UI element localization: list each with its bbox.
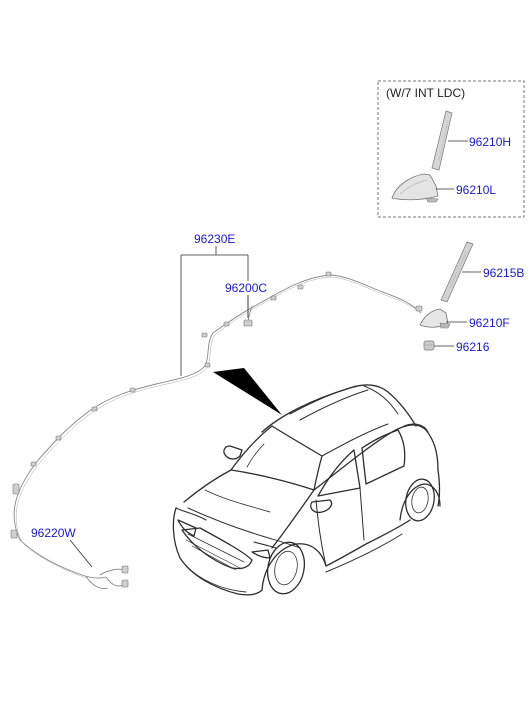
part-link-96210H[interactable]: 96210H — [469, 135, 512, 149]
antenna-mast-icon — [440, 241, 474, 303]
antenna-base-icon — [419, 308, 451, 329]
part-link-96230E[interactable]: 96230E — [194, 232, 236, 246]
antenna-nut-icon — [423, 340, 435, 351]
vehicle-drawing — [172, 384, 441, 596]
part-link-96220W[interactable]: 96220W — [31, 526, 76, 540]
inset-box — [377, 80, 525, 218]
part-link-96210F[interactable]: 96210F — [469, 316, 510, 330]
location-pointer — [213, 368, 282, 415]
label-bracket — [180, 246, 249, 376]
part-link-96210L[interactable]: 96210L — [456, 183, 497, 197]
part-link-96200C[interactable]: 96200C — [225, 281, 268, 295]
part-link-96216[interactable]: 96216 — [456, 340, 490, 354]
part-link-96215B[interactable]: 96215B — [483, 266, 525, 280]
shark-fin-base-icon — [391, 173, 439, 203]
inset-title: (W/7 INT LDC) — [386, 86, 466, 100]
antenna-cable-icon — [13, 274, 422, 589]
cable-clip-icon — [10, 271, 423, 588]
antenna-rod-icon — [431, 110, 453, 171]
